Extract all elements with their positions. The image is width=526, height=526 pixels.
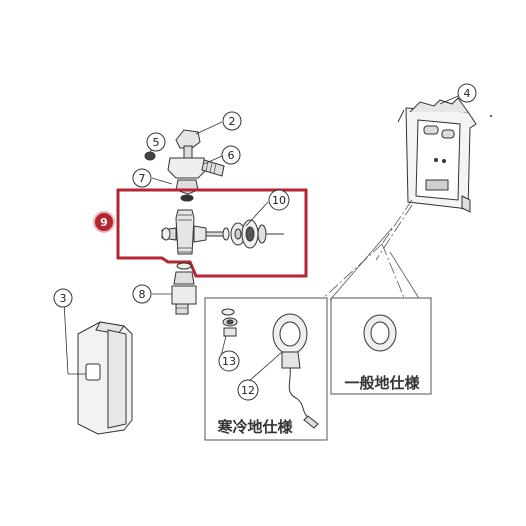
callout-7-label: 7 [139, 172, 146, 185]
callout-12: 12 [237, 379, 259, 401]
callout-13: 13 [218, 350, 240, 372]
highlight-frame [116, 188, 308, 278]
callout-12-label: 12 [241, 384, 255, 397]
standard-label: 一般地仕様 [344, 374, 420, 392]
callout-5: 5 [146, 132, 166, 152]
callout-4: 4 [457, 83, 477, 103]
callout-6: 6 [221, 145, 241, 165]
leader-lines [63, 95, 459, 383]
callout-7: 7 [132, 168, 152, 188]
guide-lines [305, 199, 413, 315]
diaphragm-part [205, 219, 284, 249]
callout-10: 10 [268, 189, 290, 211]
cold-region-label: 寒冷地仕様 [217, 418, 293, 436]
flush-valve-body-part [161, 209, 207, 255]
callout-8-label: 8 [139, 288, 146, 301]
callout-10-label: 10 [272, 194, 286, 207]
lower-fitting-part [171, 262, 197, 315]
wall-box-part [397, 97, 477, 213]
callout-9-label: 9 [100, 216, 108, 229]
standard-ring-part [363, 314, 397, 352]
callout-2: 2 [222, 111, 242, 131]
callout-8: 8 [132, 284, 152, 304]
callout-9: 9 [93, 211, 115, 233]
callout-3-label: 3 [60, 292, 67, 305]
callout-5-label: 5 [153, 136, 160, 149]
callout-3: 3 [53, 288, 73, 308]
callout-13-label: 13 [222, 355, 236, 368]
callout-2-label: 2 [229, 115, 236, 128]
callout-4-label: 4 [464, 87, 471, 100]
cold-region-parts [221, 308, 319, 429]
cover-plate-part [77, 321, 133, 435]
callout-6-label: 6 [228, 149, 235, 162]
